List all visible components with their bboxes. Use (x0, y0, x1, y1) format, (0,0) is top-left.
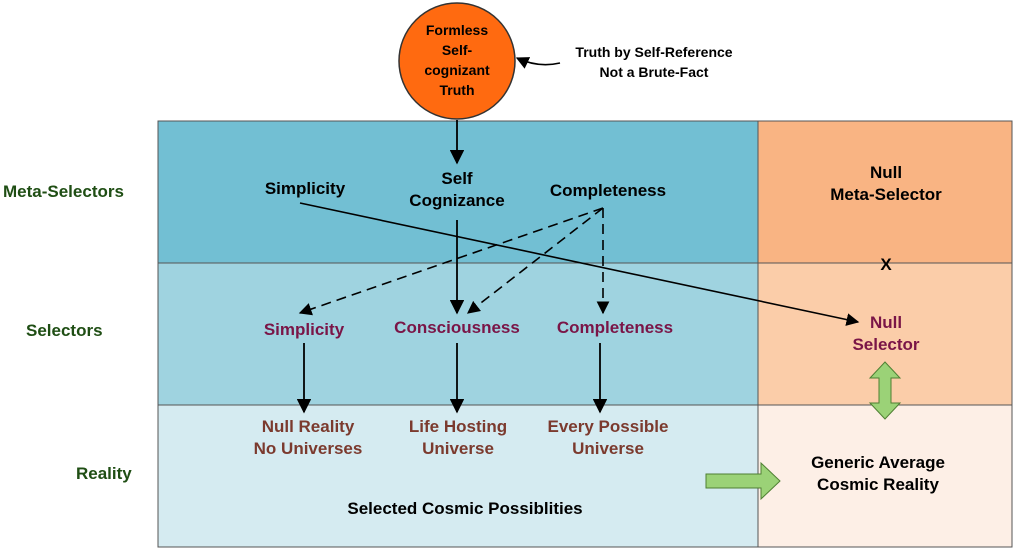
self-reference-arrow (515, 57, 561, 69)
generic-reality-label: Generic Average Cosmic Reality (788, 452, 968, 496)
generic-line-1: Generic Average (811, 453, 945, 472)
selectors-band (157, 262, 759, 406)
life-hosting-label: Life Hosting Universe (383, 416, 533, 460)
generic-reality-box (757, 404, 1013, 548)
generic-line-2: Cosmic Reality (817, 475, 939, 494)
row-label-meta-selectors: Meta-Selectors (3, 182, 124, 201)
null-meta-line-2: Meta-Selector (830, 185, 942, 204)
null-selector-label: Null Selector (826, 312, 946, 356)
row-label-reality: Reality (76, 464, 132, 483)
meta-self-cognizance: Self Cognizance (402, 168, 512, 212)
self-cognizance-line-2: Cognizance (409, 191, 505, 210)
life-hosting-line-2: Universe (422, 439, 494, 458)
formless-truth-label: Formless Self- cognizant Truth (407, 20, 507, 100)
completeness-to-consciousness-dashed-arrow (466, 207, 604, 314)
every-possible-line-2: Universe (572, 439, 644, 458)
formless-truth-circle (398, 2, 516, 120)
circle-line-4: Truth (439, 82, 475, 98)
row-label-selectors: Selectors (26, 321, 103, 340)
null-selector-line-1: Null (869, 313, 903, 332)
null-reality-line-1: Null Reality (261, 417, 355, 436)
cross-mark: X (880, 255, 892, 274)
annotation-line-2: Not a Brute-Fact (599, 64, 709, 80)
selector-simplicity: Simplicity (263, 320, 345, 339)
self-reference-annotation: Truth by Self-Reference Not a Brute-Fact (556, 42, 752, 82)
null-reality-line-2: No Universes (253, 439, 363, 458)
meta-selectors-band (157, 120, 759, 264)
every-possible-label: Every Possible Universe (530, 416, 686, 460)
selected-possibilities-caption: Selected Cosmic Possiblities (347, 499, 583, 518)
null-meta-selector-box (757, 120, 1013, 264)
annotation-line-1: Truth by Self-Reference (575, 44, 733, 60)
self-cognizance-line-1: Self (441, 169, 473, 188)
meta-completeness: Completeness (549, 181, 667, 200)
every-possible-line-1: Every Possible (547, 417, 669, 436)
circle-line-2: Self- (441, 42, 473, 58)
null-meta-line-1: Null (869, 163, 903, 182)
circle-line-1: Formless (425, 22, 489, 38)
null-meta-selector-label: Null Meta-Selector (806, 162, 966, 206)
completeness-to-simplicity-dashed-arrow (298, 207, 604, 316)
life-hosting-line-1: Life Hosting (408, 417, 508, 436)
meta-simplicity: Simplicity (264, 179, 346, 198)
green-right-arrow (705, 461, 781, 501)
selector-completeness: Completeness (556, 318, 674, 337)
simplicity-to-null-selector-arrow (299, 202, 860, 326)
null-reality-label: Null Reality No Universes (228, 416, 388, 460)
selector-consciousness: Consciousness (394, 318, 520, 337)
green-double-arrow (868, 361, 902, 420)
null-selector-line-2: Selector (852, 335, 920, 354)
circle-line-3: cognizant (424, 62, 490, 78)
